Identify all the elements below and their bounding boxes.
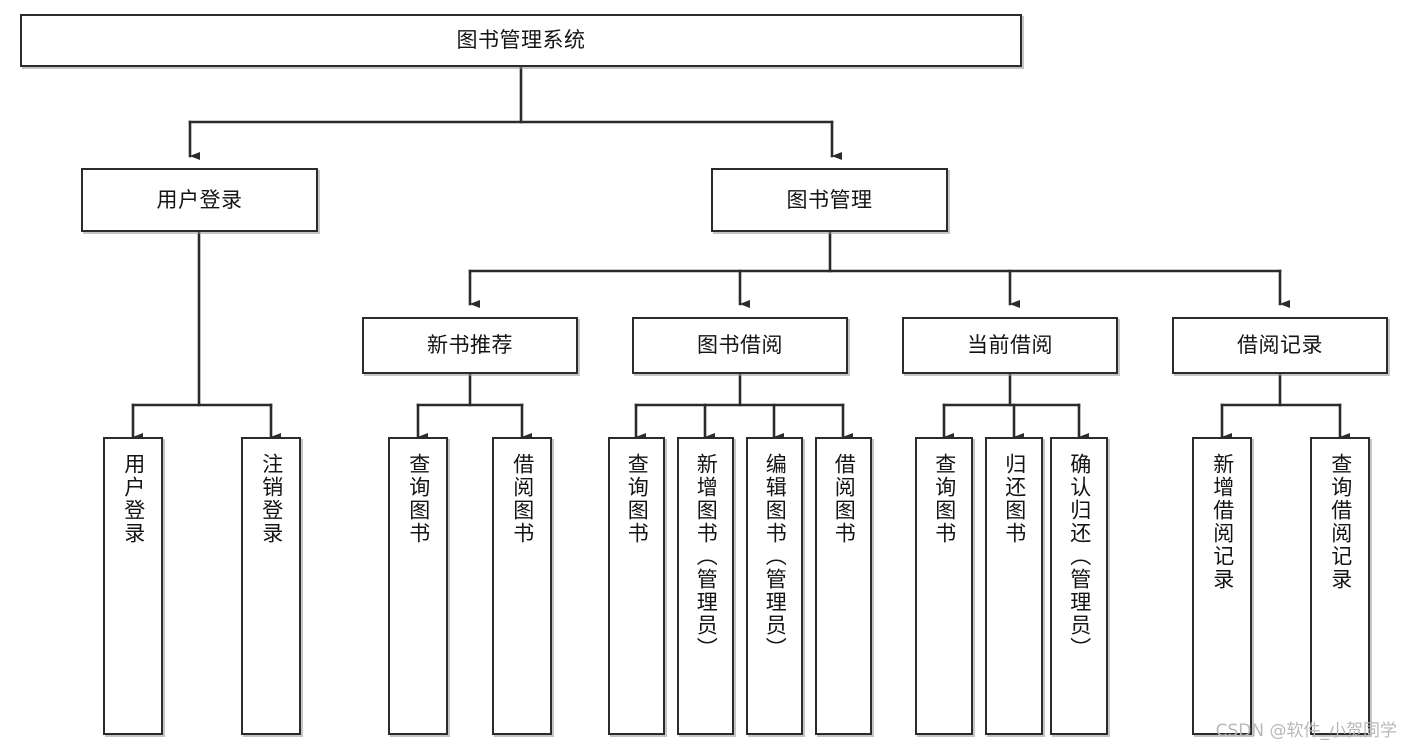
node-leaf-borrow-book[interactable]: 借阅图书	[815, 437, 872, 735]
node-label: 新书推荐	[427, 333, 513, 358]
node-label: 新增图书（管理员）	[694, 453, 719, 660]
node-label: 编辑图书（管理员）	[763, 453, 788, 660]
node-leaf-borrow-book-recommend[interactable]: 借阅图书	[492, 437, 552, 735]
node-leaf-query-book-borrow[interactable]: 查询图书	[608, 437, 665, 735]
node-leaf-query-borrow-record[interactable]: 查询借阅记录	[1310, 437, 1370, 735]
node-label: 借阅记录	[1237, 333, 1323, 358]
node-borrow-record[interactable]: 借阅记录	[1172, 317, 1388, 374]
node-label: 图书借阅	[697, 333, 783, 358]
node-book-borrow[interactable]: 图书借阅	[632, 317, 848, 374]
node-user-login[interactable]: 用户登录	[81, 168, 318, 232]
node-leaf-confirm-return-admin[interactable]: 确认归还（管理员）	[1050, 437, 1108, 735]
csdn-watermark: CSDN @软件_小贺同学	[1215, 721, 1397, 741]
node-current-borrow[interactable]: 当前借阅	[902, 317, 1118, 374]
node-label: 确认归还（管理员）	[1067, 453, 1092, 660]
node-label: 用户登录	[156, 187, 243, 212]
node-label: 借阅图书	[510, 453, 535, 545]
node-leaf-edit-book-admin[interactable]: 编辑图书（管理员）	[746, 437, 803, 735]
node-label: 归还图书	[1002, 453, 1027, 545]
node-root-book-management-system[interactable]: 图书管理系统	[20, 14, 1022, 67]
node-label: 图书管理系统	[456, 28, 586, 53]
node-leaf-logout[interactable]: 注销登录	[241, 437, 301, 735]
node-label: 查询借阅记录	[1328, 453, 1353, 591]
node-leaf-query-book-current[interactable]: 查询图书	[915, 437, 973, 735]
node-label: 查询图书	[406, 453, 431, 545]
node-label: 新增借阅记录	[1210, 453, 1235, 591]
node-label: 查询图书	[625, 453, 650, 545]
node-label: 图书管理	[786, 187, 873, 212]
node-leaf-add-borrow-record[interactable]: 新增借阅记录	[1192, 437, 1252, 735]
node-label: 注销登录	[259, 453, 284, 545]
node-label: 当前借阅	[967, 333, 1053, 358]
node-leaf-return-book[interactable]: 归还图书	[985, 437, 1043, 735]
node-leaf-query-book-recommend[interactable]: 查询图书	[388, 437, 448, 735]
node-label: 查询图书	[932, 453, 957, 545]
node-leaf-user-login[interactable]: 用户登录	[103, 437, 163, 735]
node-new-book-recommend[interactable]: 新书推荐	[362, 317, 578, 374]
node-label: 用户登录	[121, 453, 146, 545]
node-leaf-add-book-admin[interactable]: 新增图书（管理员）	[677, 437, 734, 735]
node-book-management[interactable]: 图书管理	[711, 168, 948, 232]
node-label: 借阅图书	[832, 453, 857, 545]
